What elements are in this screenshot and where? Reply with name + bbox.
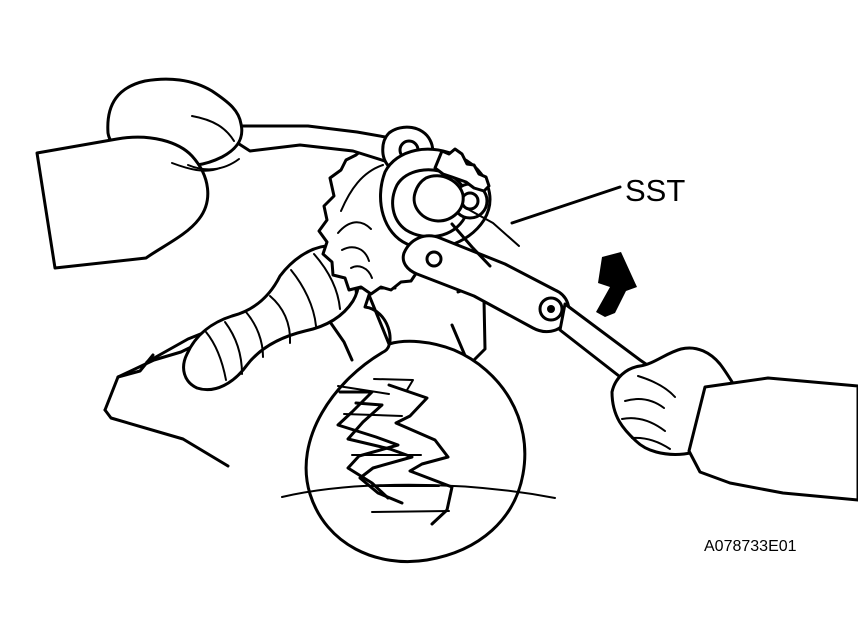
right-hand (610, 346, 858, 502)
rotation-arrow (596, 252, 637, 317)
figure-id: A078733E01 (704, 538, 797, 555)
sst-label: SST (625, 173, 685, 208)
left-hand (35, 77, 244, 270)
sst-leader-line (510, 185, 622, 225)
gear-alignment-callout (281, 293, 556, 564)
camshaft (182, 244, 361, 391)
